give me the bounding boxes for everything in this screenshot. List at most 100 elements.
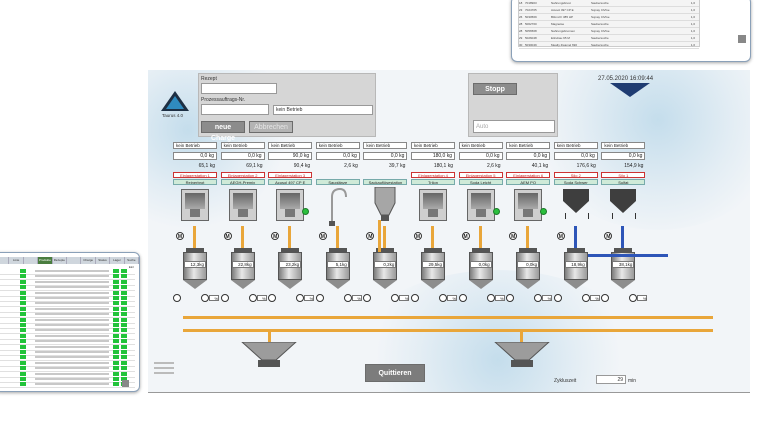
discharge-valve-icon[interactable] — [391, 294, 400, 302]
discharge-valve-icon[interactable] — [268, 294, 277, 302]
list-item[interactable] — [0, 350, 135, 356]
weighing-vessel: 5,1kg — [323, 248, 353, 294]
list-item[interactable] — [0, 274, 135, 281]
feed-line — [573, 226, 577, 248]
status-tab[interactable] — [0, 257, 10, 264]
motor-icon[interactable]: M — [366, 232, 375, 240]
status-tab[interactable]: Produkte — [38, 257, 53, 264]
vessel-weight: 0,0kg — [469, 261, 492, 268]
weighing-vessel: 12,3kg — [180, 248, 210, 294]
list-item[interactable] — [0, 323, 135, 329]
list-item[interactable] — [0, 360, 135, 367]
discharge-valve-icon[interactable] — [581, 294, 590, 302]
discharge-valve-icon[interactable] — [486, 294, 495, 302]
list-item[interactable] — [0, 279, 135, 286]
discharge-valve-icon[interactable] — [534, 294, 543, 302]
status-tab[interactable] — [24, 257, 39, 264]
list-item[interactable] — [0, 269, 135, 275]
scroll-down-button[interactable] — [738, 35, 746, 43]
discharge-valve-icon[interactable] — [220, 294, 229, 302]
list-item[interactable] — [0, 366, 135, 373]
status-tab[interactable]: Suche Einl — [125, 257, 139, 269]
silo — [562, 189, 589, 219]
status-indicator — [121, 323, 127, 327]
status-tab[interactable] — [67, 257, 82, 264]
list-item[interactable] — [0, 296, 135, 302]
motor-icon[interactable]: M — [461, 232, 470, 240]
list-item[interactable] — [0, 344, 135, 351]
discharge-valve-icon[interactable] — [296, 294, 305, 302]
motor-icon[interactable]: M — [271, 232, 280, 240]
motor-icon[interactable]: M — [223, 232, 232, 240]
motor-icon[interactable]: M — [318, 232, 327, 240]
valve-position: % — [637, 295, 648, 301]
motor-icon[interactable]: M — [556, 232, 565, 240]
list-item[interactable] — [0, 371, 135, 378]
discharge-valve-icon[interactable] — [458, 294, 467, 302]
discharge-valve-icon[interactable] — [601, 294, 610, 302]
status-indicator — [113, 296, 119, 300]
table-cell: Saubersuche — [591, 22, 609, 26]
cancel-button[interactable]: Abbrechen — [249, 121, 293, 133]
list-item[interactable] — [0, 306, 135, 313]
station-status: kein Betrieb — [315, 142, 360, 149]
motor-icon[interactable]: M — [604, 232, 613, 240]
list-item[interactable] — [0, 339, 135, 346]
discharge-valve-icon[interactable] — [506, 294, 515, 302]
row-text — [35, 367, 109, 370]
valve-position: % — [447, 295, 457, 301]
new-charge-button[interactable]: neue Charge — [201, 121, 245, 142]
discharge-valve-icon[interactable] — [173, 294, 181, 302]
status-indicator — [20, 333, 26, 338]
vessel-weight: 0,0kg — [517, 261, 540, 268]
status-indicator — [20, 269, 26, 273]
list-item[interactable] — [0, 355, 135, 362]
motor-icon[interactable]: M — [414, 232, 422, 240]
status-indicator — [121, 377, 127, 381]
stop-button[interactable]: Stopp — [473, 83, 517, 95]
discharge-valve-icon[interactable] — [439, 294, 447, 302]
vessel-weight: 22,8kg — [231, 261, 254, 268]
list-item[interactable] — [0, 290, 135, 297]
status-tab[interactable]: Linie — [9, 257, 24, 264]
discharge-valve-icon[interactable] — [553, 294, 562, 302]
list-item[interactable] — [0, 377, 135, 383]
status-tab[interactable]: Rezepte — [53, 257, 68, 264]
list-item[interactable] — [0, 317, 135, 324]
scroll-down-button[interactable] — [122, 380, 129, 387]
feed-line — [383, 226, 387, 248]
logo-text: Taurus 4.0 — [162, 113, 184, 118]
list-item[interactable] — [0, 301, 135, 308]
discharge-valve-icon[interactable] — [201, 294, 209, 302]
discharge-valve-icon[interactable] — [248, 294, 257, 302]
discharge-valve-icon[interactable] — [411, 294, 419, 302]
auto-mode-field[interactable]: Auto — [473, 120, 555, 133]
acknowledge-button[interactable]: Quittieren — [365, 364, 425, 382]
recipe-input[interactable] — [201, 83, 277, 94]
list-item[interactable] — [0, 312, 135, 319]
discharge-valve-icon[interactable] — [363, 294, 372, 302]
status-tab[interactable]: Status — [96, 257, 111, 264]
discharge-valve-icon[interactable] — [315, 294, 324, 302]
motor-icon[interactable]: M — [176, 232, 184, 240]
menu-icon[interactable] — [154, 362, 174, 376]
list-item[interactable] — [0, 328, 135, 335]
status-tab[interactable]: Lager — [110, 257, 125, 264]
list-item[interactable] — [0, 333, 135, 340]
status-indicator — [113, 355, 119, 360]
list-item[interactable] — [0, 382, 135, 389]
motor-icon[interactable]: M — [509, 232, 518, 240]
discharge-valve-icon[interactable] — [629, 294, 638, 302]
status-tab[interactable]: Charge — [81, 257, 96, 264]
list-item[interactable] — [0, 285, 135, 292]
discharge-valve-icon[interactable] — [343, 294, 352, 302]
silo-feed-line — [588, 254, 668, 257]
order-number-input[interactable] — [201, 104, 269, 115]
